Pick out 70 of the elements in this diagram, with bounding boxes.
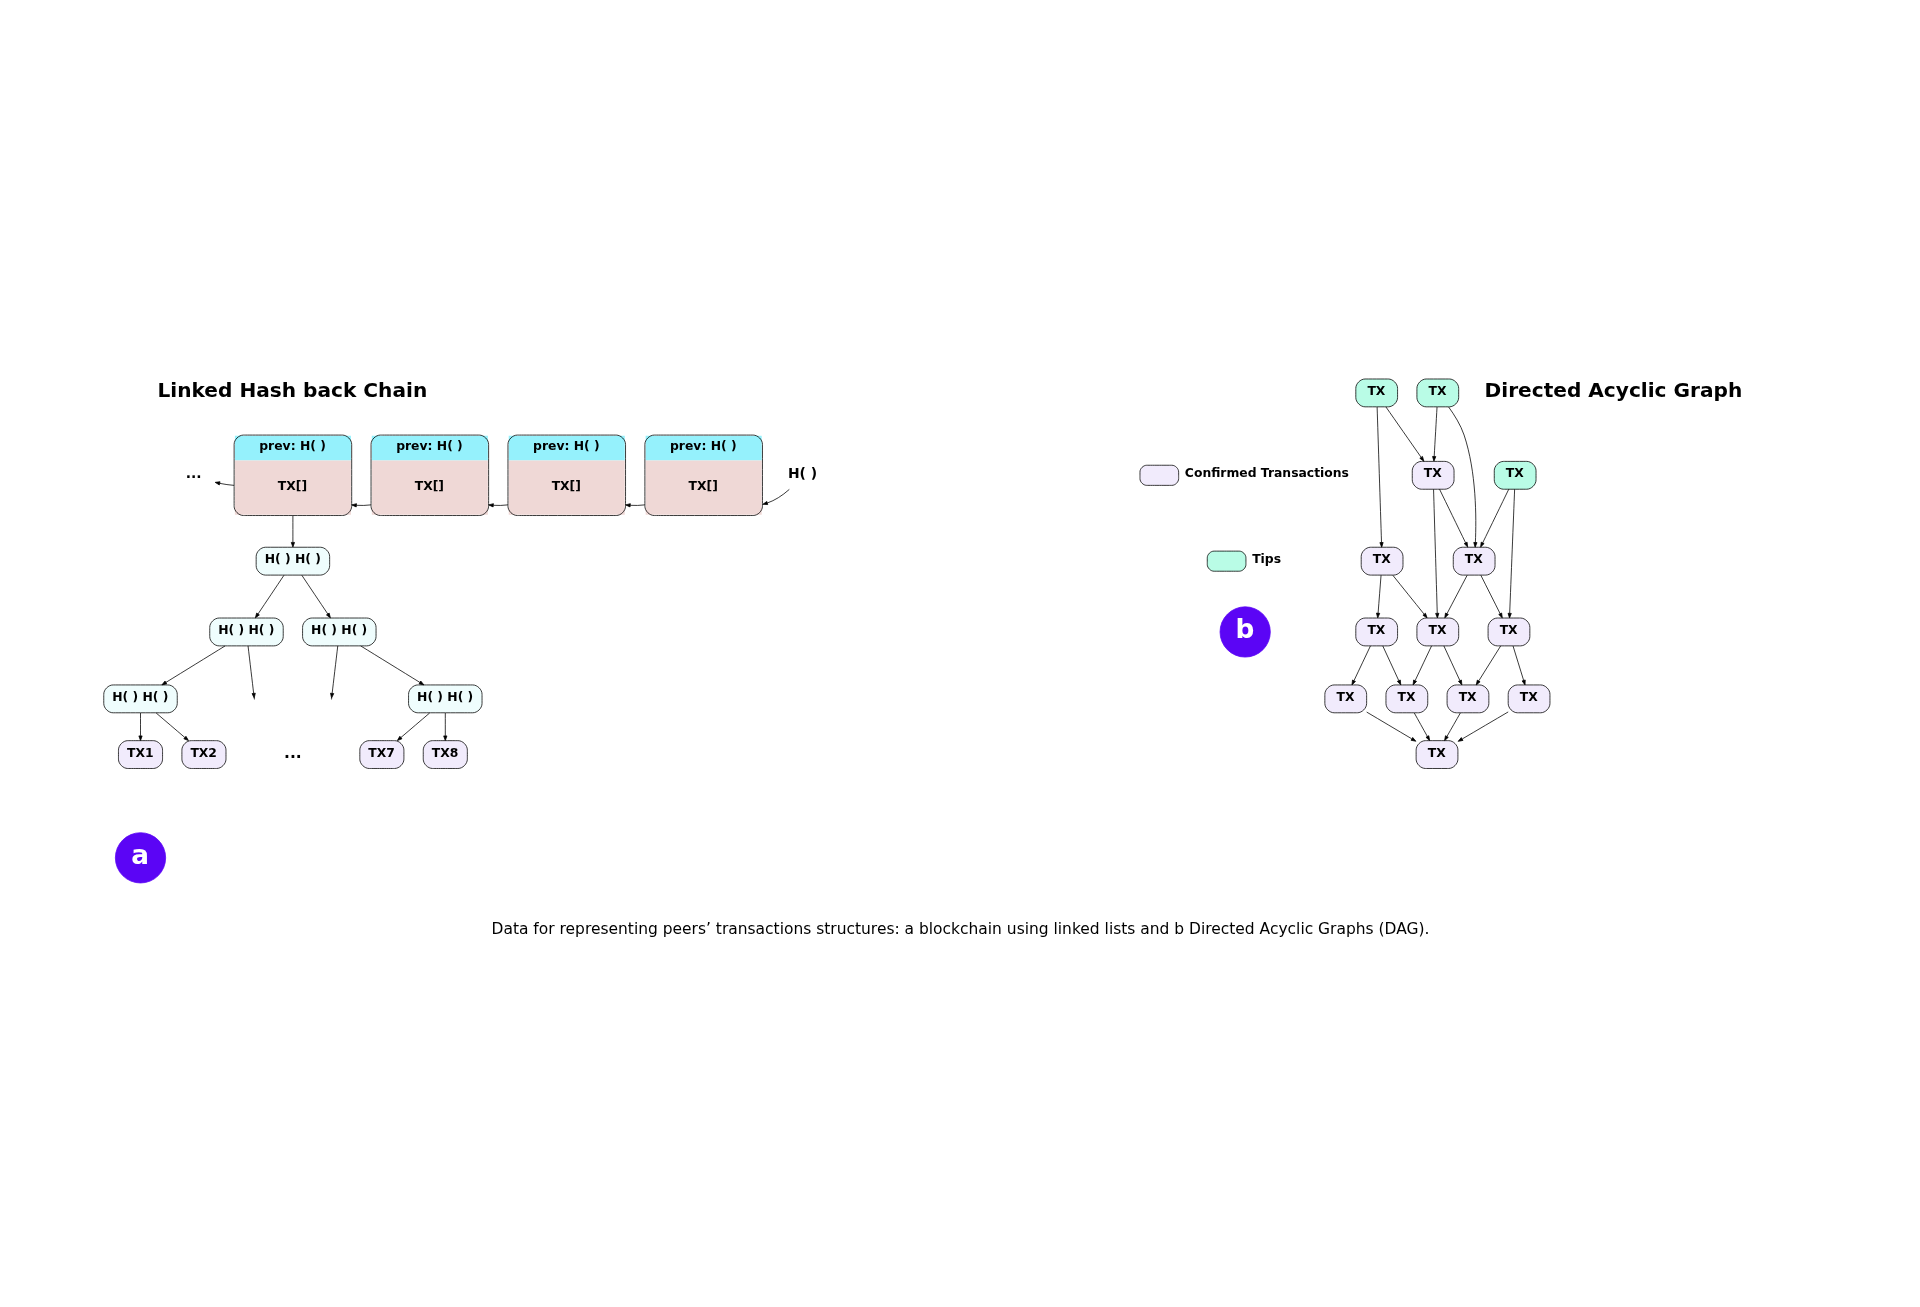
arrow [1512,645,1526,685]
arrow [1479,488,1509,547]
node-box: H( ) H( ) [208,617,284,646]
arrow [1438,488,1468,547]
node-text: H( ) [787,464,817,481]
node-box: TX2 [181,739,226,769]
arrow [1443,574,1468,618]
arrow [290,514,295,547]
arrow [161,645,225,685]
node-box: TX [1354,378,1398,407]
arrow [761,488,790,505]
arrow [1391,574,1427,618]
legend-label: Tips [1251,551,1281,566]
arrow [350,502,371,507]
node-box: TX [1323,684,1367,713]
caption: Data for representing peers’ transactions structures: a blockchain using linked lists and b Directed Acyclic Graphs (DAG). [491,919,1429,938]
arrow [1457,711,1509,742]
arrow [1443,712,1461,741]
node-box: TX [1493,460,1536,490]
arrow [254,574,284,618]
arrow [396,712,430,741]
node-box: TX [1507,684,1550,713]
arrow [155,712,189,741]
arrow [300,574,331,618]
arrow [624,502,645,507]
label: Directed Acyclic Graph [1484,377,1742,402]
arrow [1480,574,1503,618]
node-box: TX [1385,684,1428,713]
arrow [1507,488,1515,618]
node-box: TX7 [358,739,404,769]
arrow [487,502,508,507]
arrow [442,712,447,741]
node-box: H( ) H( ) [407,684,482,713]
arrow [1385,406,1424,462]
arrow [1475,645,1501,685]
arrow [1431,406,1437,462]
node-box: TX [1452,546,1495,575]
label: ... [283,743,302,762]
node-box: H( ) H( ) [301,617,376,646]
arrow [247,645,256,698]
arrow [1443,645,1462,685]
arrow [359,645,424,685]
node-circle: a [114,831,166,883]
node-box: TX [1415,739,1458,769]
arrow [1351,645,1371,685]
arrow [1376,406,1384,548]
node-box: TX [1446,684,1489,713]
legend-label: Confirmed Transactions [1184,465,1349,480]
node-box: TX [1360,546,1403,575]
node-text: ... [185,464,202,481]
arrow [1375,574,1381,618]
node-circle: b [1219,605,1271,657]
node-box: TX [1487,617,1530,646]
node-box: TX [1416,378,1459,407]
arrow [138,712,142,741]
arrow [1365,711,1416,742]
node-box: TX [1411,460,1454,490]
arrow [1413,712,1430,741]
arrow [214,480,234,486]
label: Linked Hash back Chain [157,377,427,402]
node-box: TX [1354,617,1398,646]
arrow [1381,645,1401,685]
node-box: H( ) H( ) [255,546,330,575]
node-box: TX1 [117,739,163,769]
node-box: TX [1416,617,1459,646]
arrow [1412,645,1432,685]
node-box: TX8 [422,739,468,769]
arrow [1447,406,1477,548]
arrow [1432,488,1439,618]
node-box: H( ) H( ) [102,684,178,713]
